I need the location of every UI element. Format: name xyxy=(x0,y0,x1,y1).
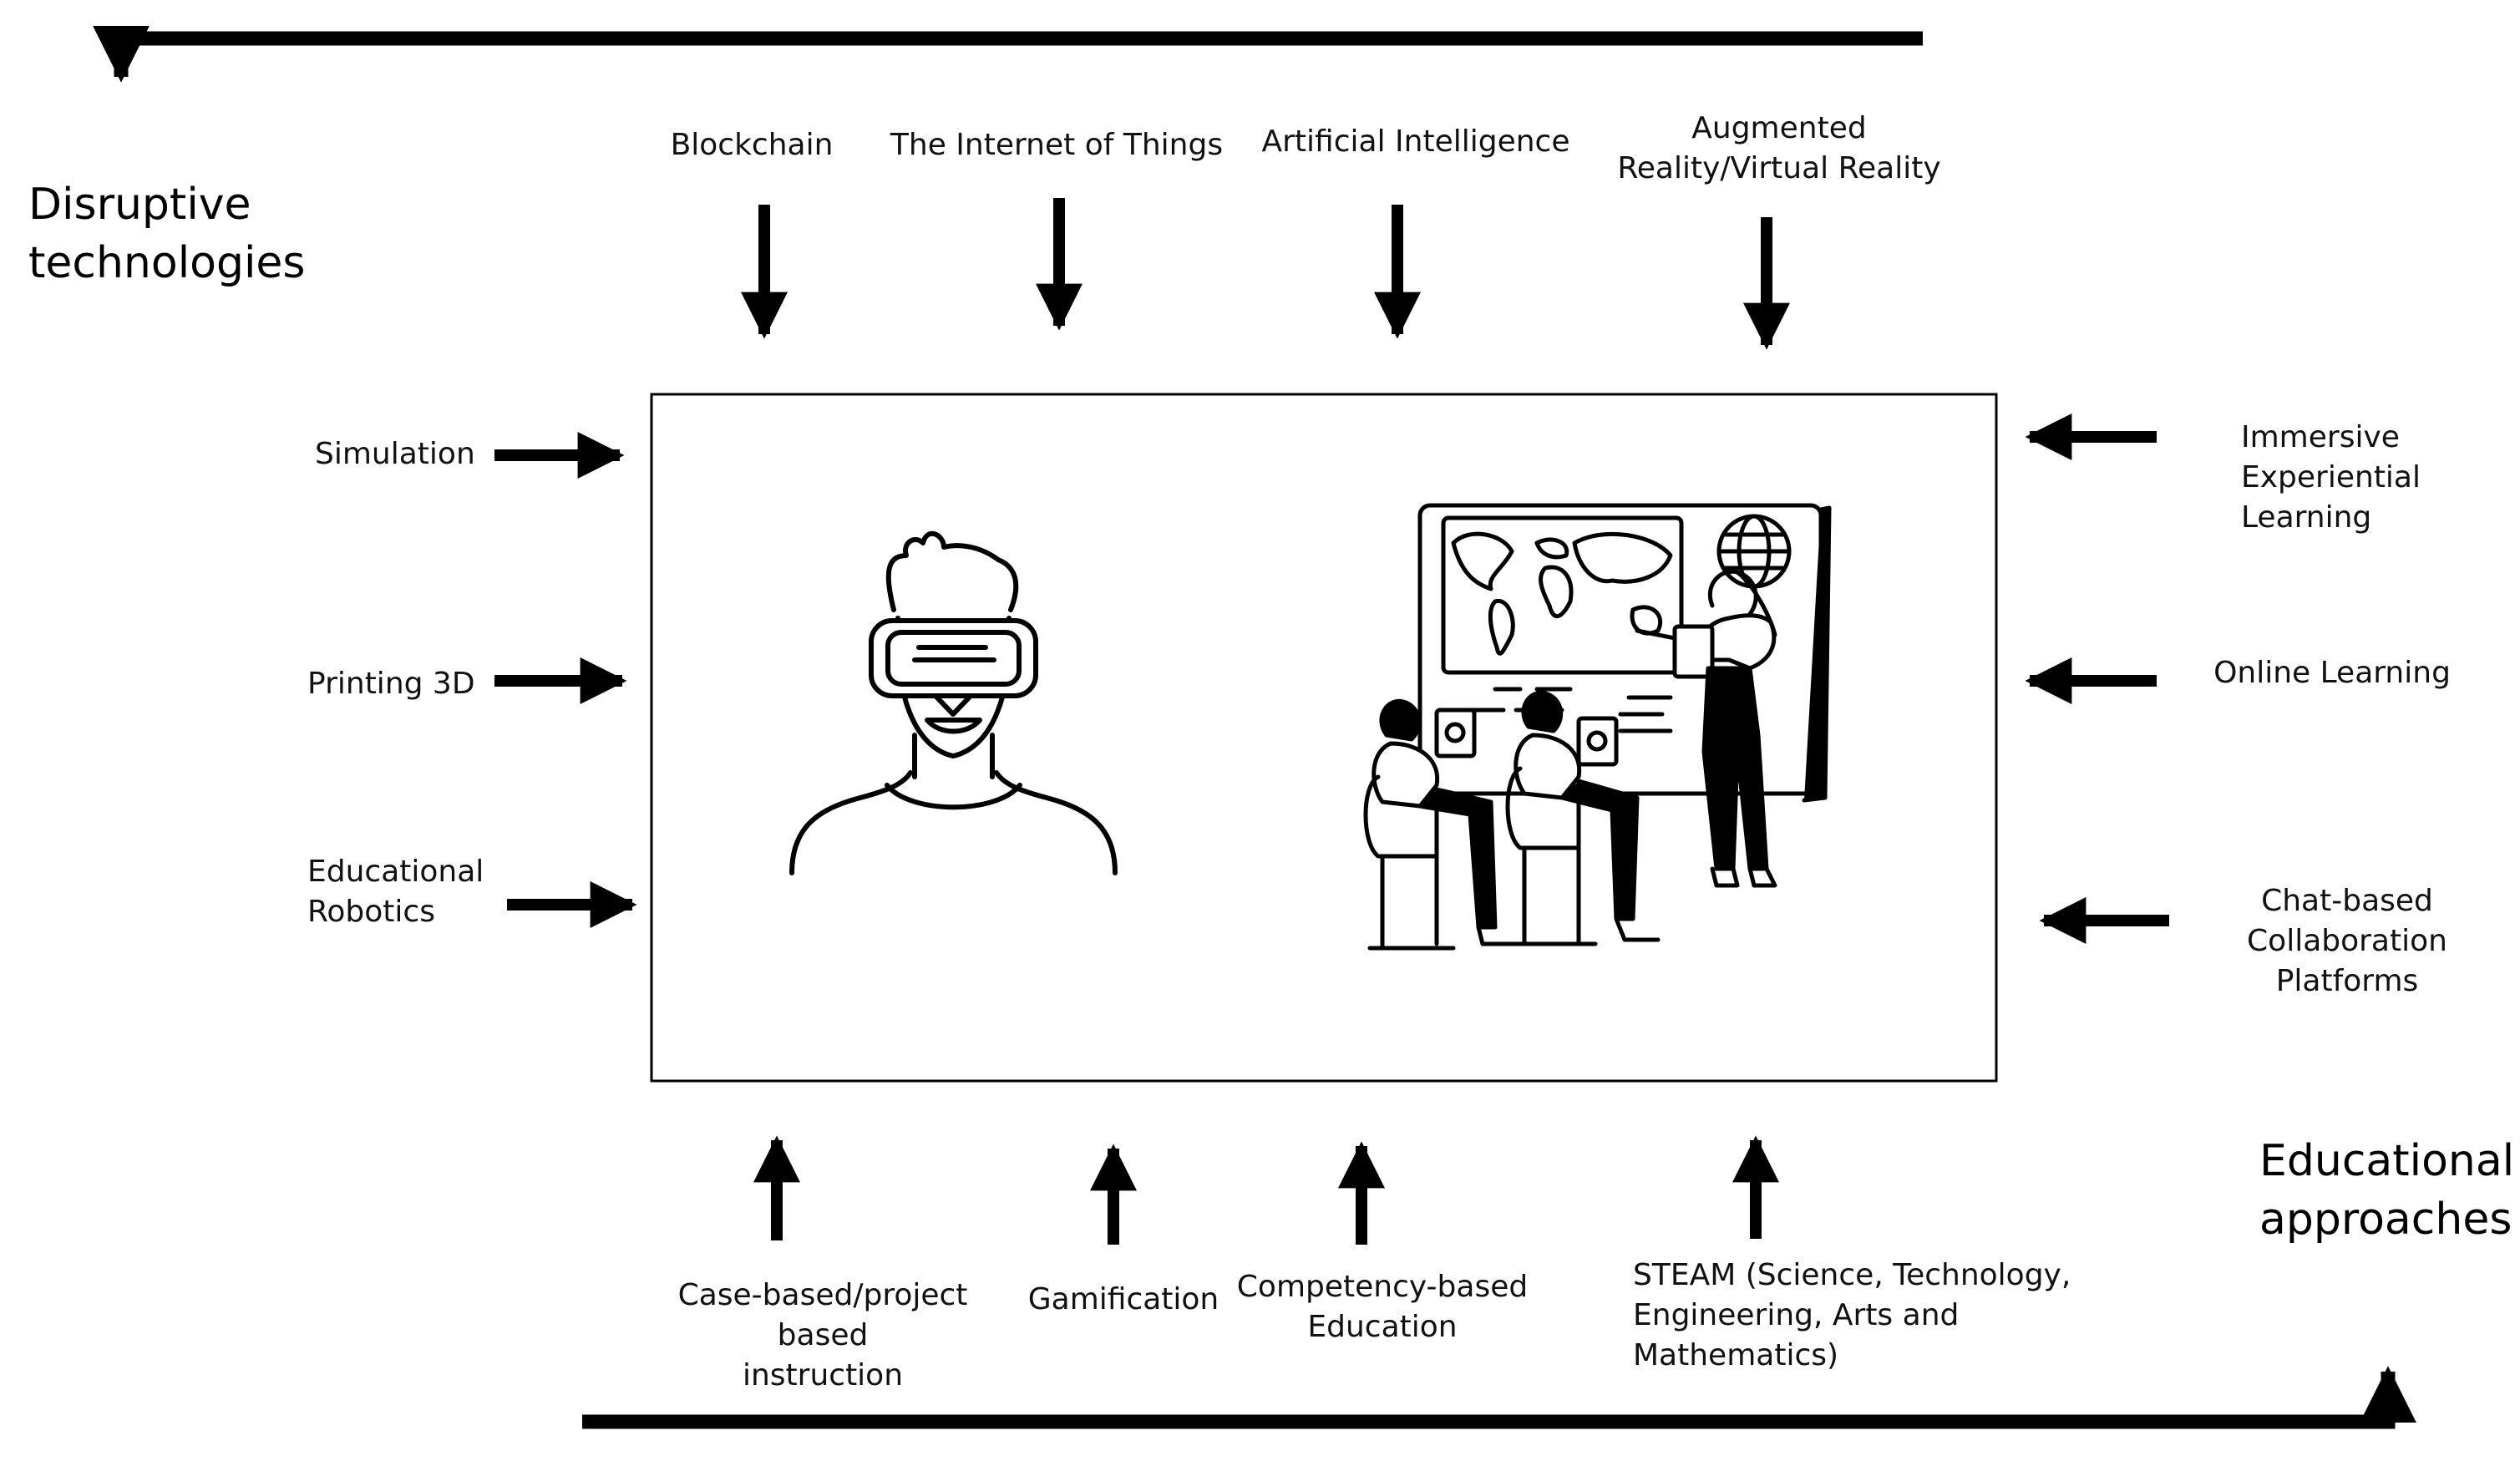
disruptive-technologies-label: Disruptive technologies xyxy=(28,180,306,288)
vr-headset-person-icon xyxy=(789,530,1118,875)
tech-label-educational-robotics: Educational Robotics xyxy=(307,855,484,929)
approach-label-immersive-learning: Immersive Experiential Learning xyxy=(2241,420,2421,535)
tech-label-blockchain: Blockchain xyxy=(670,128,834,162)
classroom-scene-icon xyxy=(1363,503,1832,951)
approach-label-steam: STEAM (Science, Technology, Engineering,… xyxy=(1633,1258,2071,1372)
tech-label-simulation: Simulation xyxy=(315,437,475,471)
top-bracket-arrow xyxy=(93,25,1923,83)
approach-label-gamification: Gamification xyxy=(1027,1282,1219,1316)
approach-label-competency-based: Competency-based Education xyxy=(1236,1270,1529,1344)
educational-approaches-label: Educational approaches xyxy=(2259,1136,2515,1245)
approach-label-case-based: Case-based/project based instruction xyxy=(677,1278,968,1393)
approach-label-online-learning: Online Learning xyxy=(2213,656,2451,690)
tech-label-printing-3d: Printing 3D xyxy=(307,667,475,701)
tech-label-ai: Artificial Intelligence xyxy=(1261,124,1570,159)
approach-label-chat-platforms: Chat-based Collaboration Platforms xyxy=(2247,884,2447,998)
tech-label-iot: The Internet of Things xyxy=(890,128,1224,162)
tech-label-ar-vr: Augmented Reality/Virtual Reality xyxy=(1617,111,1941,185)
bottom-bracket-arrow xyxy=(582,1366,2416,1429)
